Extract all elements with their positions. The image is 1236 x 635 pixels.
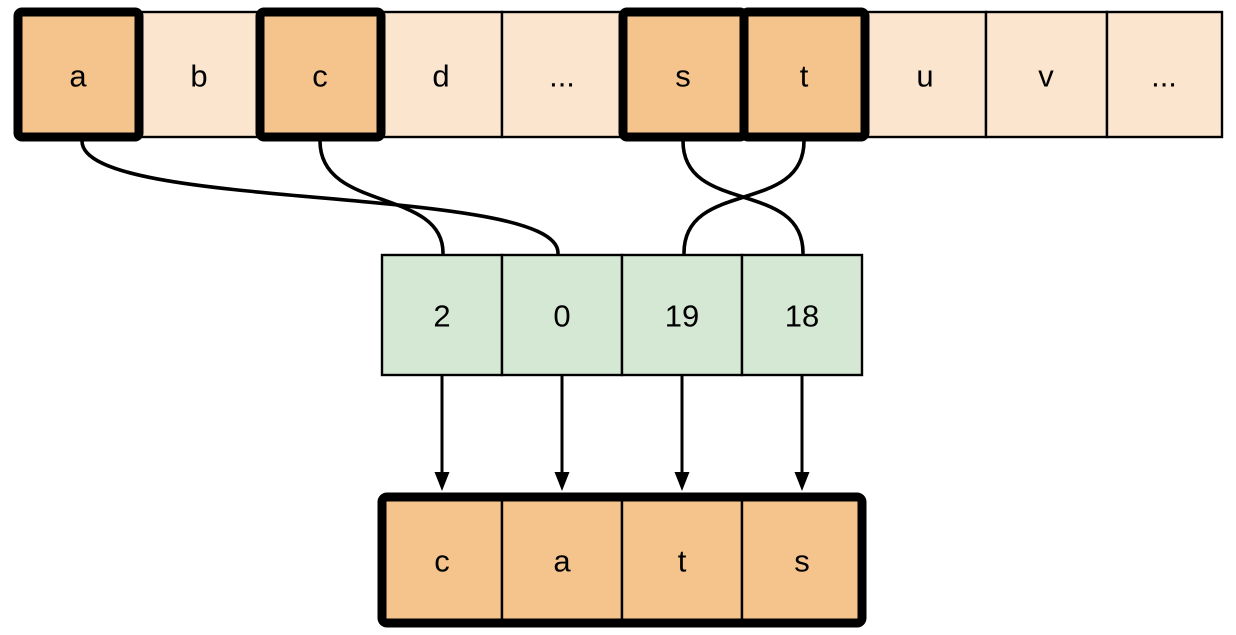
alphabet-cell-a: a (13, 7, 144, 142)
output-cell-t-label: t (678, 544, 687, 579)
index-cell-19: 19 (620, 253, 744, 377)
alphabet-cell-v-box (984, 10, 1109, 139)
alphabet-cell-ellipsis-2-label: ... (1151, 59, 1177, 94)
alphabet-cell-c: c (255, 7, 386, 142)
output-cell-a-label: a (553, 544, 571, 579)
arrow-to-output-a (554, 376, 570, 491)
alphabet-cell-s: s (618, 7, 749, 142)
alphabet-row: b d ... u v ... a c (13, 7, 1224, 142)
output-cell-c-label: c (434, 544, 450, 579)
index-cell-18: 18 (740, 253, 864, 377)
alphabet-cell-a-label: a (69, 59, 87, 94)
alphabet-cell-b-label: b (190, 59, 207, 94)
alphabet-cell-b: b (137, 10, 262, 139)
alphabet-cell-t-box (739, 7, 870, 142)
alphabet-cell-d-label: d (432, 59, 449, 94)
arrow-to-output-c-head (434, 472, 450, 491)
arrow-to-output-s-head (794, 472, 810, 491)
letter-to-index-connectors (80, 139, 806, 255)
alphabet-cell-ellipsis-1-label: ... (549, 59, 575, 94)
alphabet-cell-t: t (739, 7, 870, 142)
arrow-to-output-s (794, 376, 810, 491)
index-cell-0-label: 0 (553, 299, 570, 334)
index-to-output-arrows (434, 376, 810, 491)
alphabet-cell-u-label: u (916, 59, 933, 94)
alphabet-cell-u: u (863, 10, 988, 139)
alphabet-cell-ellipsis-1-box (500, 10, 625, 139)
output-cell-a: a (500, 495, 624, 625)
alphabet-cell-s-label: s (675, 59, 691, 94)
index-cell-2-label: 2 (433, 299, 450, 334)
arrow-to-output-t-head (674, 472, 690, 491)
alphabet-cell-d: d (379, 10, 504, 139)
alphabet-cell-c-label: c (312, 59, 328, 94)
curve-c-to-index-2 (318, 139, 445, 255)
alphabet-cell-ellipsis-1: ... (500, 10, 625, 139)
arrow-to-output-a-head (554, 472, 570, 491)
index-cell-2: 2 (380, 253, 504, 377)
alphabet-cell-d-box (379, 10, 504, 139)
index-cell-18-label: 18 (785, 299, 819, 334)
arrow-to-output-c (434, 376, 450, 491)
output-cell-s: s (740, 495, 864, 625)
output-row: c a t s (377, 492, 867, 628)
index-cell-19-label: 19 (665, 299, 699, 334)
curve-t-to-index-19 (682, 139, 806, 255)
output-cell-t: t (620, 495, 744, 625)
alphabet-cell-a-box (13, 7, 144, 142)
alphabet-cell-c-box (255, 7, 386, 142)
output-cell-c: c (380, 495, 504, 625)
index-cell-19-box (620, 253, 744, 377)
alphabet-cell-ellipsis-2-box (1105, 10, 1224, 139)
index-row: 2 0 19 18 (380, 253, 864, 377)
alphabet-cell-ellipsis-2: ... (1105, 10, 1224, 139)
alphabet-cell-b-box (137, 10, 262, 139)
index-cell-0: 0 (500, 253, 624, 377)
output-row-outer-border (377, 492, 867, 628)
alphabet-cell-v: v (984, 10, 1109, 139)
curve-a-to-index-0 (80, 139, 560, 255)
index-cell-2-box (380, 253, 504, 377)
index-cell-18-box (740, 253, 864, 377)
alphabet-cell-t-label: t (800, 59, 809, 94)
arrow-to-output-t (674, 376, 690, 491)
alphabet-cell-v-label: v (1038, 59, 1054, 94)
output-cell-s-label: s (794, 544, 810, 579)
